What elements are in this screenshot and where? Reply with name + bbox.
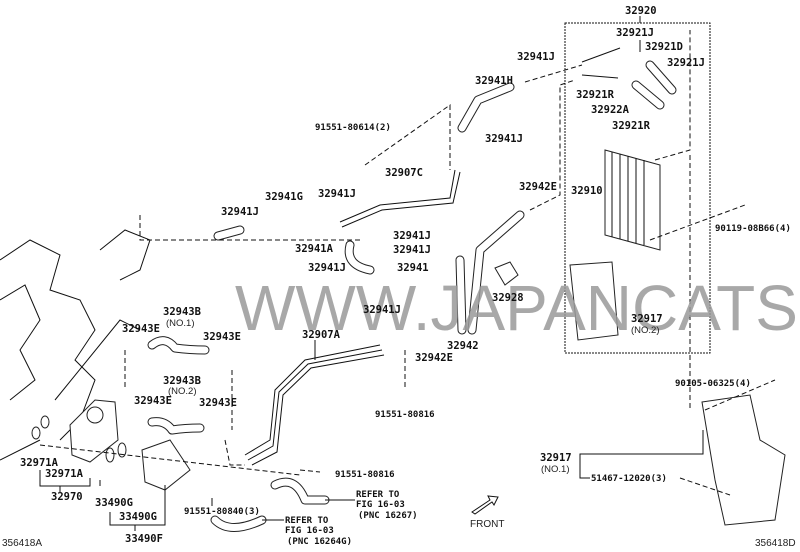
cooler-32910 [604, 149, 661, 251]
dashed-leaders [39, 30, 776, 496]
label-90119-08b66: 90119-08B66(4) [715, 224, 791, 234]
label-32941j: 32941J [308, 262, 346, 274]
assembly-box-32920 [564, 22, 711, 354]
label-33490g: 33490G [95, 497, 133, 509]
label-32921j: 32921J [616, 27, 654, 39]
label-32942e: 32942E [519, 181, 557, 193]
label-32943b-no1: 32943B [163, 306, 201, 318]
label-32941j: 32941J [517, 51, 555, 63]
bracket-32928 [494, 261, 519, 286]
front-label: FRONT [470, 519, 504, 530]
label-32917-no2: 32917 [631, 313, 663, 325]
figure-code-left: 356418A [2, 538, 42, 549]
refer-note-line: (PNC 16264G) [287, 537, 352, 547]
label-33490f: 33490F [125, 533, 163, 545]
label-91551-80614: 91551-80614(2) [315, 123, 391, 133]
label-32971a: 32971A [45, 468, 84, 480]
refer-note-16264g: REFER TO FIG 16-03 (PNC 16264G) [285, 516, 352, 547]
valve-body-32970 [31, 399, 119, 463]
label-32920: 32920 [625, 5, 657, 17]
label-32943e: 32943E [203, 331, 241, 343]
label-32921j: 32921J [667, 57, 705, 69]
refer-note-line: FIG 16-03 [356, 500, 405, 510]
label-32941j: 32941J [393, 230, 431, 242]
label-32941j: 32941J [393, 244, 431, 256]
label-32922a: 32922A [591, 104, 630, 116]
cooler-pipes [244, 47, 621, 466]
label-32943b-no1-sub: (NO.1) [166, 318, 195, 329]
label-32942e: 32942E [415, 352, 453, 364]
refer-note-line: (PNC 16267) [358, 511, 418, 521]
label-32941j: 32941J [363, 304, 401, 316]
refer-note-line: FIG 16-03 [285, 526, 334, 536]
label-32942: 32942 [447, 340, 479, 352]
part-labels: 32920 32921J 32921D 32921J 32941J 32941H… [20, 5, 791, 545]
label-32941j: 32941J [221, 206, 259, 218]
label-33490g: 33490G [119, 511, 157, 523]
label-32921r: 32921R [612, 120, 651, 132]
label-32907a: 32907A [302, 329, 341, 341]
label-leaders [39, 40, 704, 531]
label-32943b-no2: 32943B [163, 375, 201, 387]
label-51467-12020: 51467-12020(3) [591, 474, 667, 484]
label-32941g: 32941G [265, 191, 303, 203]
bracket-32917-no1 [701, 394, 786, 526]
label-32943e: 32943E [122, 323, 160, 335]
label-32970: 32970 [51, 491, 83, 503]
label-32917-no1: 32917 [540, 452, 572, 464]
label-32921d: 32921D [645, 41, 683, 53]
label-32971a: 32971A [20, 457, 59, 469]
label-32907c: 32907C [385, 167, 423, 179]
label-91551-80816: 91551-80816 [375, 410, 435, 420]
oil-cooler-33490f [105, 439, 191, 491]
label-32910: 32910 [571, 185, 603, 197]
label-91551-80816: 91551-80816 [335, 470, 395, 480]
label-32943e: 32943E [199, 397, 237, 409]
label-90105-06325: 90105-06325(4) [675, 379, 751, 389]
bracket-32917-no2 [569, 261, 619, 341]
watermark: WWW.JAPANCATS.RU [235, 272, 800, 344]
label-32941: 32941 [397, 262, 429, 274]
front-arrow-icon [471, 495, 499, 515]
label-32941j: 32941J [485, 133, 523, 145]
label-32943b-no2-sub: (NO.2) [168, 386, 197, 397]
label-32928: 32928 [492, 292, 524, 304]
label-32943e: 32943E [134, 395, 172, 407]
label-32917-no2-sub: (NO.2) [631, 325, 660, 336]
transmission-outline [0, 229, 151, 461]
label-32941h: 32941H [475, 75, 513, 87]
label-32917-no1-sub: (NO.1) [541, 464, 570, 475]
label-91551-80840: 91551-80840(3) [184, 507, 260, 517]
hoses [147, 60, 677, 532]
label-32941a: 32941A [295, 243, 334, 255]
label-32921r: 32921R [576, 89, 615, 101]
refer-note-line: REFER TO [356, 490, 400, 500]
figure-code-right: 356418D [755, 538, 796, 549]
refer-note-line: REFER TO [285, 516, 329, 526]
label-32941j: 32941J [318, 188, 356, 200]
refer-note-16267: REFER TO FIG 16-03 (PNC 16267) [356, 490, 418, 521]
